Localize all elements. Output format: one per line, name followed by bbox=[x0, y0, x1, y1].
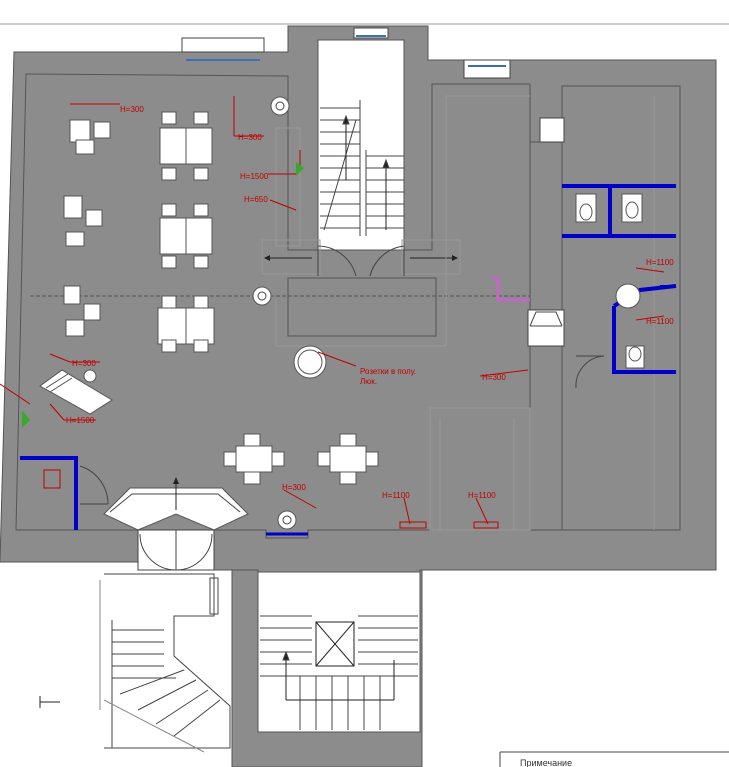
label-h300: H=300 bbox=[238, 133, 262, 142]
socket-markers bbox=[0, 96, 665, 529]
door-hall-wc bbox=[527, 117, 565, 347]
upper-stairs bbox=[320, 100, 404, 236]
armchair bbox=[63, 285, 81, 305]
pink-duct bbox=[492, 277, 530, 301]
label-h300: H=300 bbox=[482, 373, 506, 382]
label-h1500: H=1500 bbox=[240, 172, 269, 181]
label-h300: H=300 bbox=[120, 105, 144, 114]
right-inner-wall bbox=[529, 345, 563, 531]
side-door bbox=[79, 465, 109, 505]
central-wall bbox=[529, 141, 563, 333]
green-fixtures bbox=[22, 162, 304, 428]
socket-box bbox=[43, 469, 61, 489]
fan-icon bbox=[270, 96, 290, 116]
label-h1100: H=1100 bbox=[646, 258, 674, 267]
windows bbox=[181, 27, 511, 79]
section-marker bbox=[39, 696, 60, 708]
lower-stairs bbox=[260, 615, 418, 730]
partition-outlines bbox=[275, 95, 655, 531]
furniture bbox=[39, 111, 379, 485]
fan-icon bbox=[277, 510, 297, 530]
sink bbox=[615, 283, 641, 309]
blue-partitions bbox=[20, 456, 308, 536]
round-table-set bbox=[235, 445, 273, 473]
sockets-note: Розетки в полу. bbox=[360, 367, 416, 376]
label-h1500: H=1500 bbox=[66, 416, 95, 425]
label-h300: H=300 bbox=[72, 359, 96, 368]
label-h650: H=650 bbox=[244, 195, 268, 204]
fan-icon bbox=[252, 286, 272, 306]
stair-core-wall bbox=[287, 277, 437, 337]
wc-block bbox=[562, 184, 677, 389]
label-h1100: H=1100 bbox=[382, 491, 410, 500]
armchair bbox=[63, 195, 83, 219]
side-table bbox=[93, 121, 111, 139]
label-h1100: H=1100 bbox=[468, 491, 496, 500]
legend: Примечание bbox=[499, 751, 729, 767]
fan-icons bbox=[252, 96, 297, 530]
label-h300: H=300 bbox=[282, 483, 306, 492]
exterior-walls bbox=[0, 25, 717, 767]
entrance-vestibule bbox=[103, 477, 249, 571]
stair-doors bbox=[261, 239, 461, 277]
legend-title: Примечание bbox=[520, 758, 572, 767]
label-h1100: H=1100 bbox=[646, 317, 674, 326]
piano bbox=[39, 369, 113, 415]
armchair bbox=[69, 119, 91, 143]
upper-stairwell bbox=[317, 39, 405, 251]
lower-left-stair bbox=[99, 573, 231, 753]
sockets-note-hatch: Люк. bbox=[360, 377, 377, 386]
round-table-set bbox=[329, 445, 367, 473]
